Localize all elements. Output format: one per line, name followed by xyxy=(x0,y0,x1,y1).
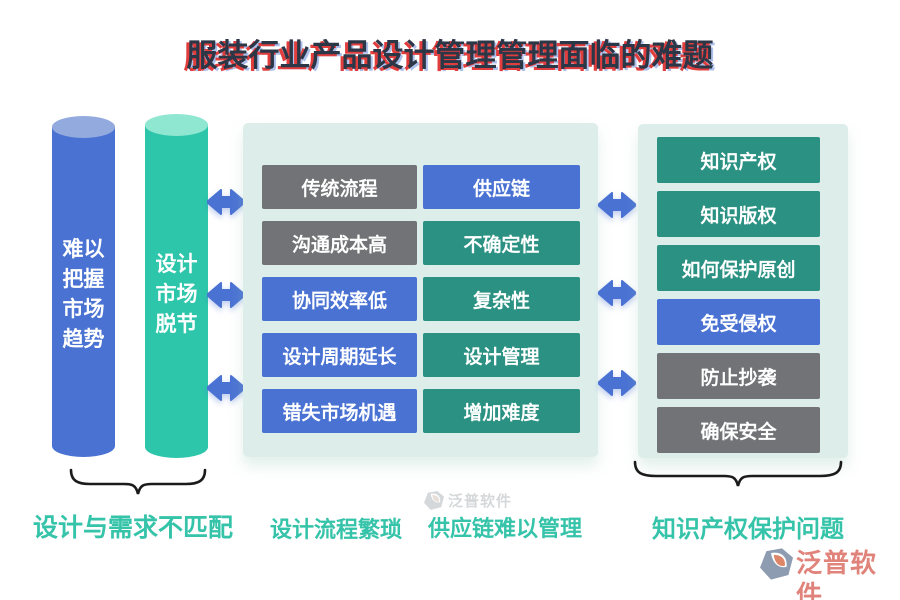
right-panel-column: 知识产权 知识版权 如何保护原创 免受侵权 防止抄袭 确保安全 xyxy=(657,137,820,453)
problem-button: 设计周期延长 xyxy=(262,333,417,377)
cylinder-label: 难以 把握 市场 趋势 xyxy=(62,238,105,351)
right-panel: 知识产权 知识版权 如何保护原创 免受侵权 防止抄袭 确保安全 xyxy=(638,124,848,458)
cylinder-shape xyxy=(52,116,115,457)
problem-button: 免受侵权 xyxy=(657,299,820,345)
middle-panel: 传统流程 沟通成本高 协同效率低 设计周期延长 错失市场机遇 供应链 不确定性 … xyxy=(243,123,598,457)
double-arrow-icon xyxy=(598,280,636,306)
problem-button: 防止抄袭 xyxy=(657,353,820,399)
bottom-label: 供应链难以管理 xyxy=(427,516,583,541)
problem-button: 知识产权 xyxy=(657,137,820,183)
problem-button: 知识版权 xyxy=(657,191,820,237)
footer-logo: 泛普软件 www.fanpusoft.com xyxy=(760,547,895,600)
problem-button: 确保安全 xyxy=(657,407,820,453)
problem-button: 增加难度 xyxy=(423,389,580,433)
watermark-brand: 泛普软件 xyxy=(448,493,513,510)
middle-left-column: 传统流程 沟通成本高 协同效率低 设计周期延长 错失市场机遇 xyxy=(262,165,417,433)
middle-right-column: 供应链 不确定性 复杂性 设计管理 增加难度 xyxy=(423,165,580,433)
bottom-label: 设计与需求不匹配 xyxy=(32,514,234,542)
double-arrow-icon xyxy=(207,189,245,215)
double-arrow-icon xyxy=(598,370,636,396)
double-arrow-icon xyxy=(207,282,245,308)
bottom-label: 知识产权保护问题 xyxy=(652,516,844,543)
problem-button: 如何保护原创 xyxy=(657,245,820,291)
cylinder-shape xyxy=(145,114,208,458)
problem-button: 错失市场机遇 xyxy=(262,389,417,433)
problem-button: 传统流程 xyxy=(262,165,417,209)
problem-button: 不确定性 xyxy=(423,221,580,265)
underbrace-icon xyxy=(69,468,207,495)
problem-button: 复杂性 xyxy=(423,277,580,321)
fanpu-logo-icon xyxy=(424,491,444,510)
footer-brand: 泛普软件 xyxy=(796,548,878,600)
problem-button: 设计管理 xyxy=(423,333,580,377)
cylinder-market-trend: 难以 把握 市场 趋势 xyxy=(52,116,115,458)
bottom-label: 设计流程繁琐 xyxy=(269,517,403,542)
watermark: 泛普软件 xyxy=(424,490,512,511)
page-title: 服装行业产品设计管理管理面临的难题 xyxy=(186,38,714,73)
cylinder-design-market-gap: 设计 市场 脱节 xyxy=(145,114,208,459)
double-arrow-icon xyxy=(207,375,245,401)
cylinder-label: 设计 市场 脱节 xyxy=(155,252,198,336)
fanpu-logo-icon xyxy=(760,548,793,580)
problem-button: 供应链 xyxy=(423,165,580,209)
problem-button: 协同效率低 xyxy=(262,277,417,321)
double-arrow-icon xyxy=(598,192,636,218)
problem-button: 沟通成本高 xyxy=(262,221,417,265)
underbrace-icon xyxy=(633,460,843,487)
